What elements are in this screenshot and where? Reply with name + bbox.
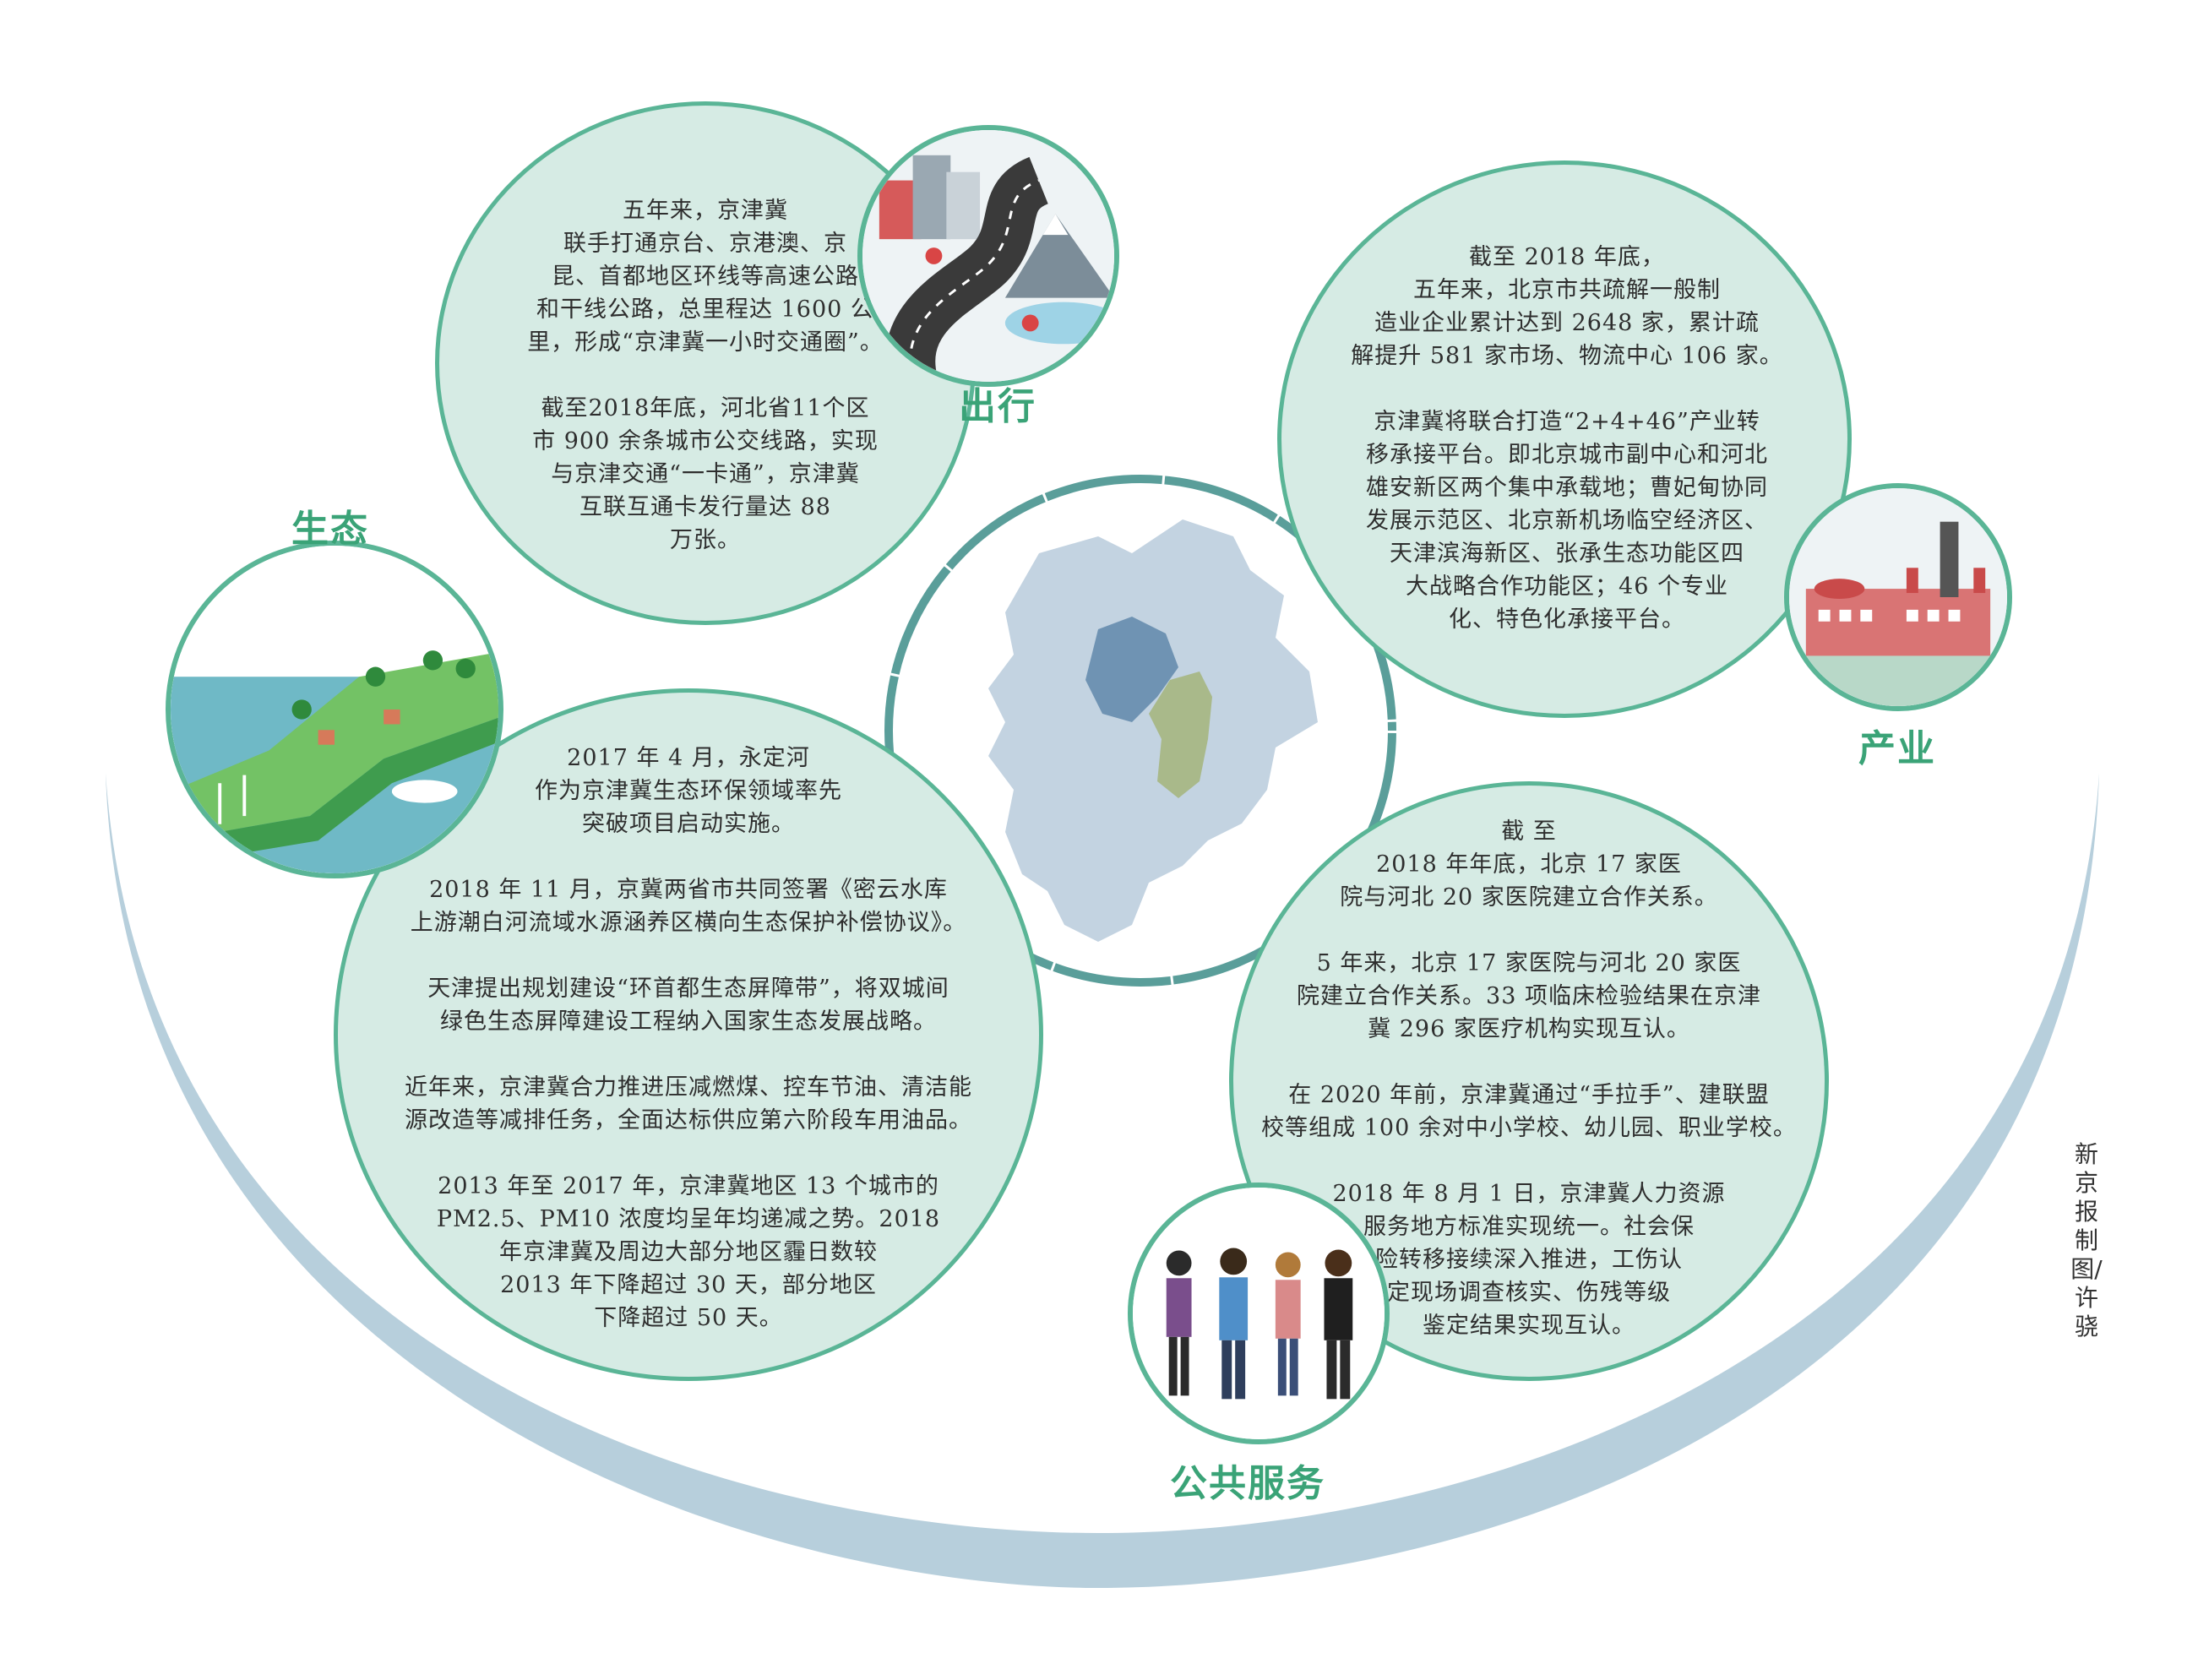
public-title: 公共服务 — [1170, 1462, 1325, 1505]
industry-title: 产业 — [1858, 727, 1936, 770]
industry-bubble — [1277, 160, 1852, 718]
travel-title: 出行 — [959, 385, 1036, 428]
road-icon — [862, 130, 1114, 382]
public-icon-circle — [1128, 1183, 1390, 1444]
industry-text: 截至 2018 年底， 五年来，北京市共疏解一般制 造业企业累计达到 2648 … — [1351, 244, 1783, 633]
ecology-icon-circle — [166, 541, 503, 878]
public-text: 截 至 2018 年年底，北京 17 家医 院与河北 20 家医院建立合作关系。… — [1261, 818, 1797, 1339]
ecology-title: 生态 — [291, 508, 369, 551]
industry-icon-circle — [1784, 483, 2012, 711]
credit-text: 新京报制图/许骁 — [2070, 1140, 2103, 1340]
ecology-text: 2017 年 4 月，永定河 作为京津冀生态环保领域率先 突破项目启动实施。 2… — [405, 745, 972, 1331]
people-icon — [1133, 1188, 1385, 1439]
center-map — [879, 469, 1402, 992]
factory-icon — [1789, 488, 2007, 706]
landscape-icon — [171, 546, 498, 873]
travel-text: 五年来，京津冀 联手打通京台、京港澳、京 昆、首都地区环线等高速公路 和干线公路… — [527, 198, 884, 553]
travel-icon-circle — [857, 125, 1119, 387]
map-icon — [884, 474, 1397, 987]
